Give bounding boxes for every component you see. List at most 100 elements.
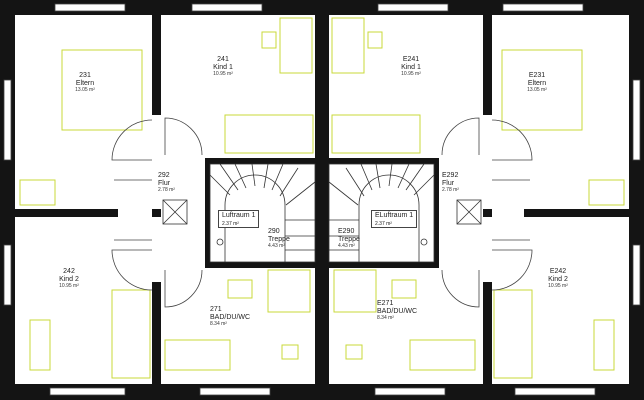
tub-E271 <box>409 339 476 371</box>
room-area: 10.95 m² <box>401 71 421 78</box>
door-271 <box>164 269 203 308</box>
bed-242 <box>111 289 151 379</box>
room-name: Eltern <box>527 80 547 88</box>
bed-E241 <box>331 114 421 154</box>
room-area: 10.95 m² <box>213 71 233 78</box>
room-label-271: 271 BAD/DU/WC 8.34 m² <box>210 306 270 328</box>
desk-E241 <box>331 17 365 74</box>
shaft-right-x2 <box>456 199 482 225</box>
room-name: Kind 1 <box>401 64 421 72</box>
tread-l2 <box>219 163 239 191</box>
wall-stair-side-l <box>205 158 210 268</box>
stair-left <box>209 163 316 263</box>
shower-271 <box>267 269 311 313</box>
luftraum-right-text: ELuftraum 1 <box>375 212 414 219</box>
room-area: 2.78 m² <box>158 187 175 194</box>
stair-marker-right <box>420 238 428 246</box>
tread-l5 <box>263 163 269 189</box>
luftraum-right-area: 2.37 m² <box>375 221 392 227</box>
wall-stair-top-r <box>329 158 439 164</box>
wall-mid-right-2 <box>483 209 492 217</box>
door-E241 <box>441 117 480 156</box>
wall-mid-left <box>15 209 118 217</box>
bed-241 <box>224 114 314 154</box>
room-name: Kind 2 <box>548 276 568 284</box>
room-number: 231 <box>79 72 91 79</box>
wall-left-1b <box>152 282 161 400</box>
room-area: 10.95 m² <box>548 283 568 290</box>
room-label-E290: E290 Treppe 4.43 m² <box>338 228 374 250</box>
wall-stair-top-l <box>205 158 315 164</box>
room-label-290: 290 Treppe 4.43 m² <box>268 228 304 250</box>
room-label-E241: E241 Kind 1 10.95 m² <box>386 56 436 78</box>
room-name: Treppe <box>268 236 290 244</box>
room-name: BAD/DU/WC <box>210 314 251 322</box>
window-right-1 <box>632 79 641 161</box>
shaft-left-x2 <box>162 199 188 225</box>
wall-left-1 <box>152 0 161 115</box>
room-number: 290 <box>268 228 280 235</box>
tread-l4 <box>251 163 256 187</box>
wc-E271 <box>345 344 363 360</box>
room-number: E242 <box>549 268 567 275</box>
room-name: Kind 1 <box>213 64 233 72</box>
room-area: 13.05 m² <box>75 87 95 94</box>
window-top-4 <box>502 3 584 12</box>
window-right-2 <box>632 244 641 306</box>
party-wall <box>315 0 329 400</box>
room-label-E271: E271 BAD/DU/WC 8.34 m² <box>377 300 437 322</box>
tread-l7 <box>279 167 299 197</box>
shaft-left <box>162 199 188 225</box>
room-area: 8.34 m² <box>377 315 394 322</box>
wall-stair-bot-l <box>205 262 315 268</box>
room-label-292: 292 Flur 2.78 m² <box>158 172 188 194</box>
room-number: 271 <box>210 306 222 313</box>
sink-E271 <box>391 279 417 299</box>
window-top-1 <box>54 3 126 12</box>
windows <box>3 3 641 396</box>
wall-stair-side-r <box>434 158 439 268</box>
wardrobe-231 <box>19 179 56 206</box>
door-E242 <box>491 249 533 291</box>
door-E231 <box>491 119 533 161</box>
room-area: 8.34 m² <box>210 321 227 328</box>
tread-l8 <box>285 181 316 206</box>
window-bot-3 <box>374 387 446 396</box>
room-area: 13.05 m² <box>527 87 547 94</box>
doors <box>111 117 533 308</box>
furniture <box>19 17 625 379</box>
bed-E242 <box>493 289 533 379</box>
stair-box-left <box>209 163 316 263</box>
tread-r1 <box>413 174 435 196</box>
door-241 <box>164 117 203 156</box>
room-area: 2.78 m² <box>442 187 459 194</box>
window-bot-1 <box>49 387 126 396</box>
sink-271 <box>227 279 253 299</box>
tread-r3 <box>397 163 410 189</box>
shower-E271 <box>333 269 377 313</box>
wardrobe-E231 <box>588 179 625 206</box>
wall-mid-left-2 <box>152 209 161 217</box>
stair-box-right <box>328 163 435 263</box>
room-label-231: 231 Eltern 13.05 m² <box>60 72 110 94</box>
chair-241 <box>261 31 277 49</box>
luftraum-left-area: 2.37 m² <box>222 221 239 227</box>
tread-r2 <box>405 163 425 191</box>
stair-marker-left <box>216 238 224 246</box>
shafts <box>162 199 482 225</box>
outer-wall-left <box>0 0 15 400</box>
stair-curve-left <box>224 174 286 262</box>
window-top-3 <box>377 3 449 12</box>
tread-l1 <box>209 174 231 196</box>
tread-l3 <box>234 163 247 189</box>
window-bot-4 <box>514 387 596 396</box>
stair-curve-right <box>358 174 420 262</box>
bed-E231 <box>501 49 583 131</box>
tread-r8 <box>328 181 359 206</box>
room-number: E290 <box>338 228 355 235</box>
tread-r5 <box>375 163 381 189</box>
window-bot-2 <box>199 387 271 396</box>
tread-r7 <box>345 167 365 197</box>
tub-271 <box>164 339 231 371</box>
